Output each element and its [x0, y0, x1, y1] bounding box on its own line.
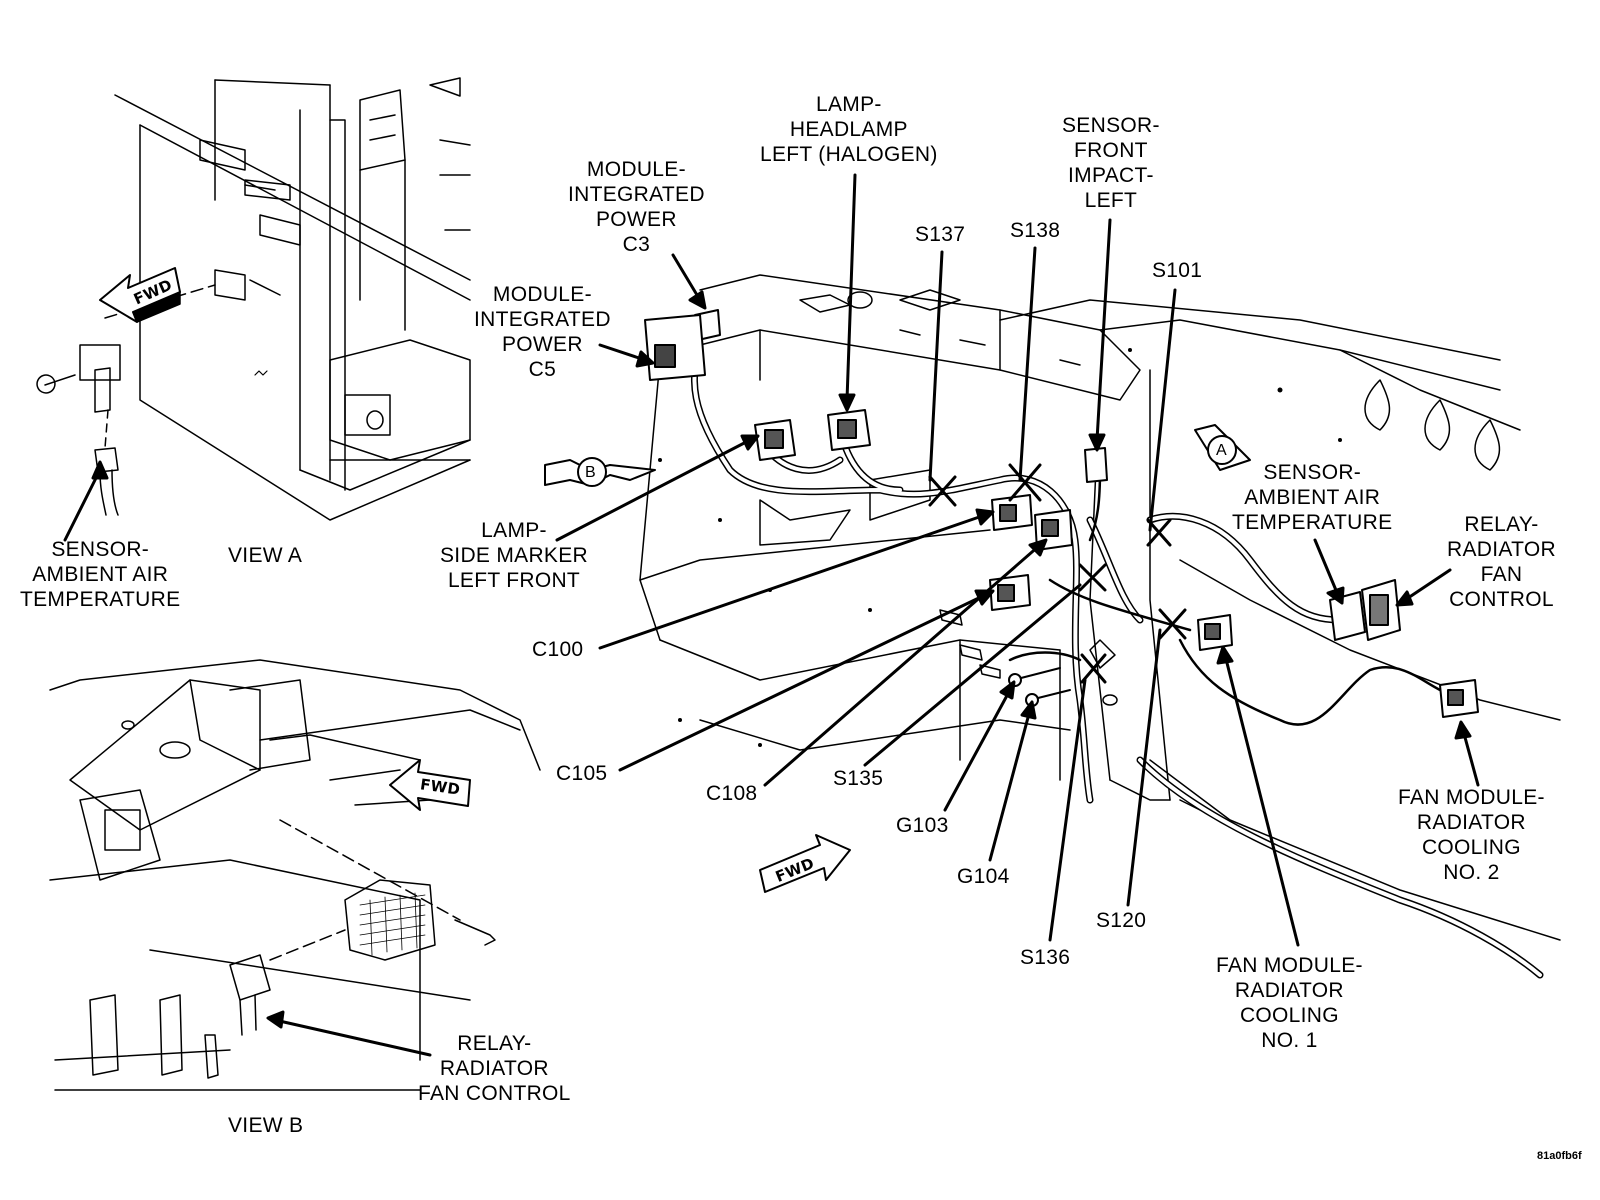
- connector-fan-module-1: [1197, 614, 1233, 651]
- label-line: POWER: [501, 333, 583, 356]
- label-c100: C100: [532, 638, 584, 661]
- label-module-c5: MODULE- INTEGRATED POWER C5: [474, 282, 611, 382]
- label-c108: C108: [706, 782, 758, 805]
- label-line: FAN MODULE-: [1398, 786, 1545, 809]
- label-fan-module-2: FAN MODULE- RADIATOR COOLING NO. 2: [1398, 785, 1545, 885]
- label-g103: G103: [896, 814, 949, 837]
- label-line: LEFT FRONT: [447, 569, 581, 592]
- view-b-illustration: [49, 659, 541, 1091]
- label-line: INTEGRATED: [474, 308, 611, 331]
- label-relay-main: RELAY- RADIATOR FAN CONTROL: [1447, 512, 1556, 612]
- label-s136: S136: [1020, 946, 1071, 969]
- view-a-title: VIEW A: [228, 544, 303, 567]
- figure-code: 81a0fb6f: [1537, 1150, 1582, 1162]
- view-a-marker: [1194, 424, 1251, 471]
- label-line: IMPACT-: [1068, 164, 1154, 187]
- label-line: SIDE MARKER: [440, 544, 588, 567]
- label-line: INTEGRATED: [568, 183, 705, 206]
- label-line: C5: [528, 358, 557, 381]
- label-line: COOLING: [1239, 1004, 1339, 1027]
- connector-module-c5: [644, 314, 706, 381]
- label-line: RADIATOR: [439, 1057, 549, 1080]
- label-line: RADIATOR: [1416, 811, 1526, 834]
- label-line: NO. 1: [1261, 1029, 1318, 1052]
- label-line: SENSOR-: [1062, 114, 1160, 137]
- view-a-marker-letter: A: [1216, 442, 1227, 459]
- label-module-c3: MODULE- INTEGRATED POWER C3: [568, 157, 705, 257]
- fwd-text-view-b: FWD: [419, 775, 462, 799]
- label-line: FAN: [1480, 563, 1523, 586]
- label-sensor-front-impact: SENSOR- FRONT IMPACT- LEFT: [1062, 113, 1160, 213]
- connector-headlamp: [827, 409, 871, 451]
- label-line: LAMP-: [816, 93, 882, 116]
- connector-c105: [989, 574, 1031, 611]
- view-b-marker-letter: B: [585, 464, 596, 481]
- label-s101: S101: [1152, 259, 1203, 282]
- label-lamp-headlamp: LAMP- HEADLAMP LEFT (HALOGEN): [760, 92, 938, 167]
- label-line: LEFT: [1084, 189, 1138, 212]
- connector-relay-fan-control: [1361, 579, 1401, 641]
- label-s135: S135: [833, 767, 884, 790]
- label-line: POWER: [595, 208, 677, 231]
- label-line: MODULE-: [492, 283, 592, 306]
- label-line: FAN MODULE-: [1216, 954, 1363, 977]
- label-line: HEADLAMP: [789, 118, 908, 141]
- fwd-arrow-view-b: [389, 759, 471, 811]
- label-lamp-side-marker: LAMP- SIDE MARKER LEFT FRONT: [440, 518, 588, 593]
- view-b-marker: [544, 457, 656, 487]
- label-g104: G104: [957, 865, 1010, 888]
- view-b-title: VIEW B: [228, 1114, 304, 1137]
- label-line: AMBIENT AIR: [1244, 486, 1381, 509]
- connector-ambient-air-sensor: [1329, 591, 1366, 641]
- label-line: LEFT (HALOGEN): [760, 143, 938, 166]
- label-line: SENSOR-: [51, 538, 150, 561]
- label-line: NO. 2: [1443, 861, 1500, 884]
- label-line: FAN CONTROL: [418, 1082, 571, 1105]
- connector-c100: [991, 494, 1033, 531]
- view-a-illustration: [36, 77, 471, 521]
- label-relay-view-b: RELAY- RADIATOR FAN CONTROL: [418, 1031, 571, 1106]
- label-line: MODULE-: [586, 158, 686, 181]
- label-line: LAMP-: [481, 519, 547, 542]
- connector-side-marker: [754, 419, 796, 461]
- label-s120: S120: [1096, 909, 1147, 932]
- label-line: TEMPERATURE: [20, 588, 181, 611]
- label-s138: S138: [1010, 219, 1061, 242]
- splice-marks: [928, 463, 1187, 684]
- connector-fan-module-2: [1439, 679, 1479, 718]
- label-line: RELAY-: [457, 1032, 532, 1055]
- fwd-arrow-main: [759, 834, 851, 893]
- label-line: C3: [622, 233, 651, 256]
- label-s137: S137: [915, 223, 966, 246]
- label-line: RADIATOR: [1234, 979, 1344, 1002]
- fwd-arrow-view-a: [99, 267, 181, 323]
- connector-c108: [1034, 509, 1073, 551]
- label-line: TEMPERATURE: [1232, 511, 1393, 534]
- connector-impact-sensor: [1084, 447, 1108, 483]
- label-line: AMBIENT AIR: [32, 563, 169, 586]
- label-line: FRONT: [1073, 139, 1148, 162]
- label-line: CONTROL: [1449, 588, 1554, 611]
- ground-g103: [1008, 667, 1061, 687]
- label-line: RADIATOR: [1447, 538, 1556, 561]
- label-fan-module-1: FAN MODULE- RADIATOR COOLING NO. 1: [1216, 953, 1363, 1053]
- label-sensor-ambient-main: SENSOR- AMBIENT AIR TEMPERATURE: [1232, 460, 1392, 535]
- label-line: SENSOR-: [1263, 461, 1362, 484]
- leader-lines: [63, 173, 1480, 1057]
- label-c105: C105: [556, 762, 608, 785]
- label-sensor-ambient-view-a: SENSOR- AMBIENT AIR TEMPERATURE: [20, 537, 180, 612]
- label-line: RELAY-: [1464, 513, 1539, 536]
- label-line: COOLING: [1421, 836, 1521, 859]
